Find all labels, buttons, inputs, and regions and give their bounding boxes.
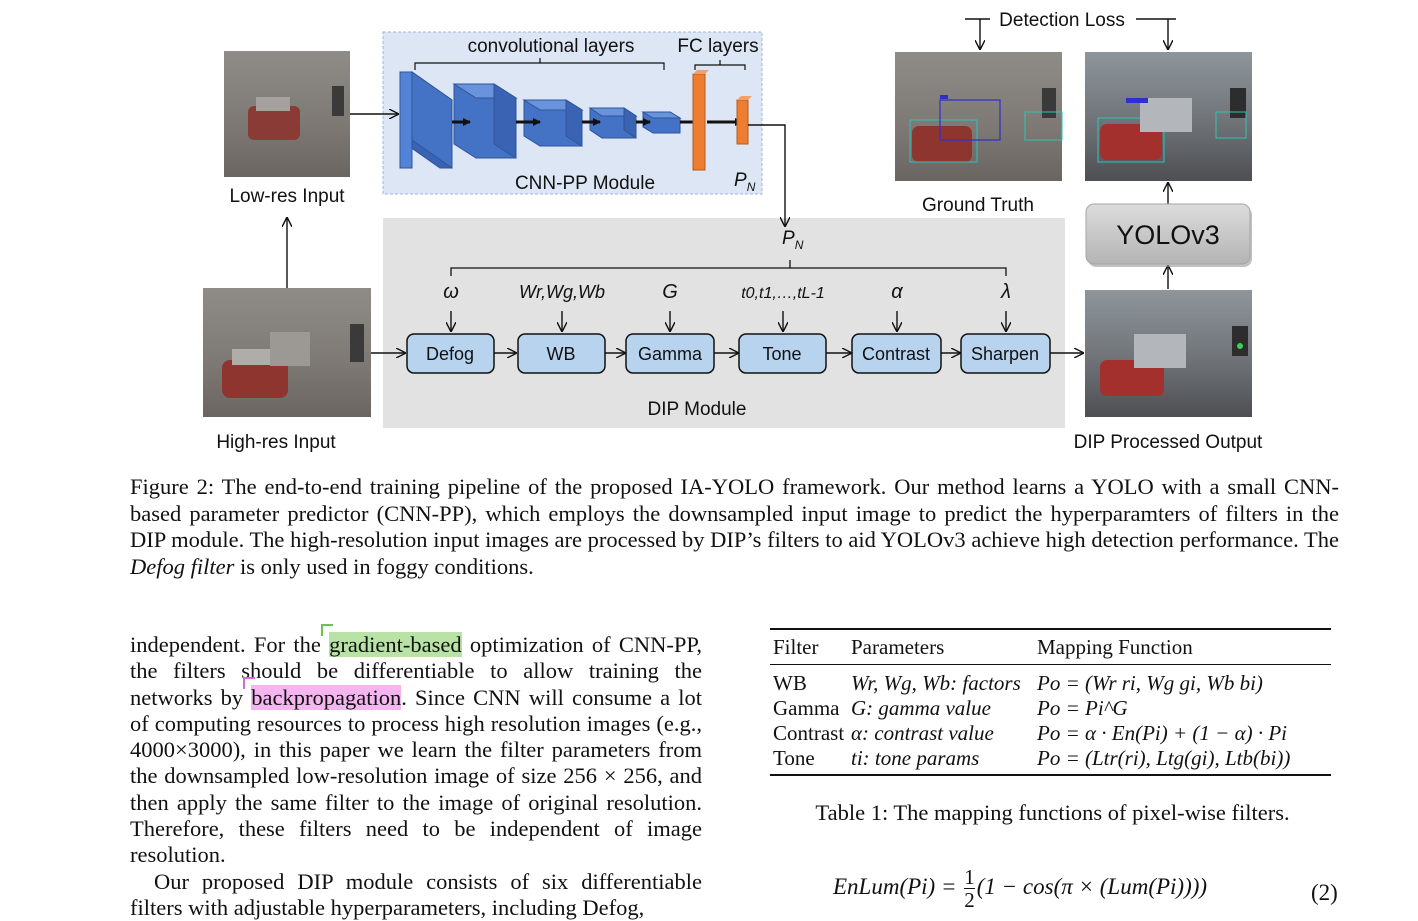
filter-contrast: Contrast	[862, 344, 930, 364]
highlight-backpropagation[interactable]: backpropagation	[251, 684, 402, 710]
filter-gamma: Gamma	[638, 344, 703, 364]
table-cell: Po = (Ltr(ri), Ltg(gi), Ltb(bi))	[1034, 746, 1331, 776]
table-cell: Po = Pi^G	[1037, 696, 1128, 720]
conv-layers	[399, 71, 682, 169]
pn-top-label: PN	[734, 170, 756, 194]
table-cell: Gamma	[773, 696, 840, 720]
filter-contrast-box	[851, 333, 942, 374]
conv-brace	[414, 58, 665, 70]
fc-layers	[692, 70, 752, 171]
detection-loss-label: Detection Loss	[999, 10, 1125, 31]
fc-brace	[694, 60, 746, 70]
dip-output-label: DIP Processed Output	[1074, 432, 1263, 453]
filter-tone-box	[738, 333, 827, 374]
detection-output-image	[1085, 52, 1252, 181]
figure-arrows	[287, 18, 1176, 353]
filter-sharpen: Sharpen	[971, 344, 1039, 364]
table-cell: Tone	[770, 746, 848, 776]
body-text: independent. For the gradient-based opti…	[130, 632, 702, 921]
yolov3-label: YOLOv3	[1116, 220, 1220, 250]
table-cell: Contrast	[773, 721, 845, 745]
table-row: WB Wr, Wg, Wb: factors Po = (Wr ri, Wg g…	[770, 665, 1331, 697]
pn-mid-label: PN	[782, 228, 804, 252]
highlight-gradient-based[interactable]: gradient-based	[329, 632, 462, 657]
low-res-image	[224, 51, 350, 177]
table-cell: Po = α · En(Pi) + (1 − α) · Pi	[1037, 721, 1288, 745]
table-cell: Po = (Wr ri, Wg gi, Wb bi)	[1037, 671, 1263, 695]
table-cell: α: contrast value	[851, 721, 994, 745]
fc-layers-label: FC layers	[677, 36, 758, 57]
filter-wb: WB	[547, 344, 576, 364]
param-gamma: G	[662, 281, 678, 303]
filter-wb-box	[517, 333, 606, 374]
filter-defog-box	[406, 333, 495, 374]
dip-module-label: DIP Module	[648, 399, 747, 420]
param-tone: t0,t1,…,tL-1	[741, 285, 825, 302]
paragraph-1: independent. For the gradient-based opti…	[130, 632, 702, 868]
filter-sharpen-box	[960, 333, 1051, 374]
table-row: Tone ti: tone params Po = (Ltr(ri), Ltg(…	[770, 746, 1331, 776]
table-cell: ti: tone params	[848, 746, 1034, 776]
table-cell: WB	[773, 671, 807, 695]
param-lambda: λ	[1000, 281, 1011, 303]
filter-gamma-box	[625, 333, 715, 374]
param-omega: ω	[443, 281, 459, 303]
high-res-image	[203, 288, 371, 417]
conv-layers-label: convolutional layers	[468, 36, 635, 57]
figure-caption: Figure 2: The end-to-end training pipeli…	[130, 474, 1339, 579]
paragraph-2: Our proposed DIP module consists of six …	[130, 868, 702, 920]
mapping-table: Filter Parameters Mapping Function WB Wr…	[770, 628, 1331, 776]
table-header-parameters: Parameters	[848, 628, 1034, 665]
table-cell: Wr, Wg, Wb: factors	[851, 671, 1021, 695]
table-row: Gamma G: gamma value Po = Pi^G	[770, 696, 1331, 721]
low-res-label: Low-res Input	[229, 186, 345, 207]
dip-panel	[383, 218, 1065, 428]
table-header-filter: Filter	[770, 628, 848, 665]
table-header-mapping: Mapping Function	[1034, 628, 1331, 665]
table-row: Contrast α: contrast value Po = α · En(P…	[770, 721, 1331, 746]
cnn-pp-label: CNN-PP Module	[515, 173, 655, 194]
equation-number: (2)	[1311, 880, 1338, 905]
dip-output-image	[1085, 290, 1252, 417]
param-alpha: α	[891, 281, 903, 303]
ground-truth-label: Ground Truth	[922, 195, 1034, 216]
equation-enlum: EnLum(Pi) = 1 2 (1 − cos(π × (Lum(Pi))))	[833, 865, 1208, 912]
high-res-label: High-res Input	[216, 432, 336, 453]
table-cell: G: gamma value	[851, 696, 991, 720]
ground-truth-image	[895, 52, 1063, 181]
table-caption: Table 1: The mapping functions of pixel-…	[815, 800, 1290, 825]
param-wb: Wr,Wg,Wb	[519, 282, 605, 302]
filter-defog: Defog	[426, 344, 474, 364]
pipeline-figure: convolutional layers FC layers CNN-PP Mo…	[203, 10, 1263, 453]
filter-tone: Tone	[762, 344, 801, 364]
yolov3-block: YOLOv3	[1085, 203, 1252, 267]
